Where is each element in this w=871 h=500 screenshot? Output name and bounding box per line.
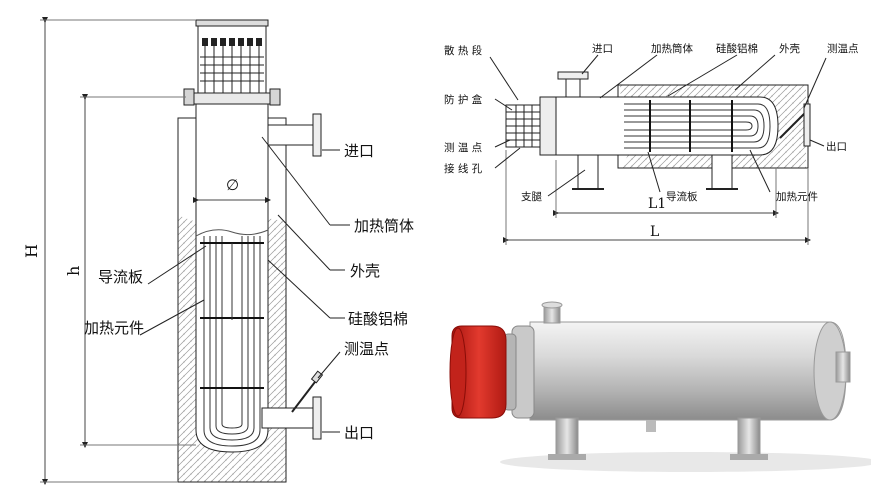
label-h-outer-casing: 外壳 bbox=[779, 42, 800, 55]
label-h-heat-dissipation: 散 热 段 bbox=[444, 44, 483, 57]
dim-L1: L1 bbox=[648, 196, 666, 212]
dim-L: L bbox=[650, 224, 659, 240]
label-h-outlet: 出口 bbox=[826, 140, 847, 153]
dim-phi: ∅ bbox=[226, 176, 239, 194]
label-heating-element: 加热元件 bbox=[84, 319, 144, 337]
label-h-insulation: 硅酸铝棉 bbox=[716, 42, 758, 55]
label-h-temp-point-left: 测 温 点 bbox=[444, 141, 482, 154]
label-shell-body: 加热筒体 bbox=[354, 217, 414, 235]
label-insulation: 硅酸铝棉 bbox=[348, 310, 408, 328]
dim-H: H bbox=[22, 244, 41, 258]
horizontal-baffles bbox=[649, 100, 733, 152]
label-h-terminal-hole: 接 线 孔 bbox=[444, 162, 483, 175]
render-cylinder bbox=[529, 321, 847, 421]
label-h-support-leg: 支腿 bbox=[521, 191, 542, 203]
horizontal-shell-body bbox=[555, 96, 779, 156]
render-terminal-box bbox=[451, 325, 507, 419]
vertical-inlet-nozzle bbox=[267, 113, 322, 157]
product-render bbox=[449, 301, 871, 472]
label-outlet: 出口 bbox=[344, 424, 374, 442]
label-outer-casing: 外壳 bbox=[350, 262, 380, 280]
label-h-protection-box: 防 护 盒 bbox=[444, 93, 483, 106]
label-h-shell-body: 加热筒体 bbox=[651, 42, 693, 55]
vertical-temp-probe bbox=[291, 377, 319, 413]
label-h-baffle: 导流板 bbox=[666, 190, 698, 203]
dim-h: h bbox=[64, 266, 83, 276]
label-h-heating-element: 加热元件 bbox=[776, 190, 818, 203]
label-baffle: 导流板 bbox=[98, 268, 143, 286]
horizontal-view bbox=[489, 54, 827, 245]
label-temp-point: 测温点 bbox=[344, 340, 389, 358]
vertical-view bbox=[40, 17, 350, 485]
horizontal-heating-elements bbox=[624, 103, 771, 149]
vertical-heating-elements bbox=[203, 236, 261, 447]
horizontal-support-leg-left bbox=[577, 154, 599, 190]
label-h-temp-point-right: 测温点 bbox=[827, 42, 859, 55]
label-inlet: 进口 bbox=[344, 142, 374, 160]
vertical-top-flange bbox=[185, 92, 279, 105]
vertical-outlet-nozzle bbox=[261, 396, 322, 440]
label-h-inlet: 进口 bbox=[592, 43, 613, 55]
